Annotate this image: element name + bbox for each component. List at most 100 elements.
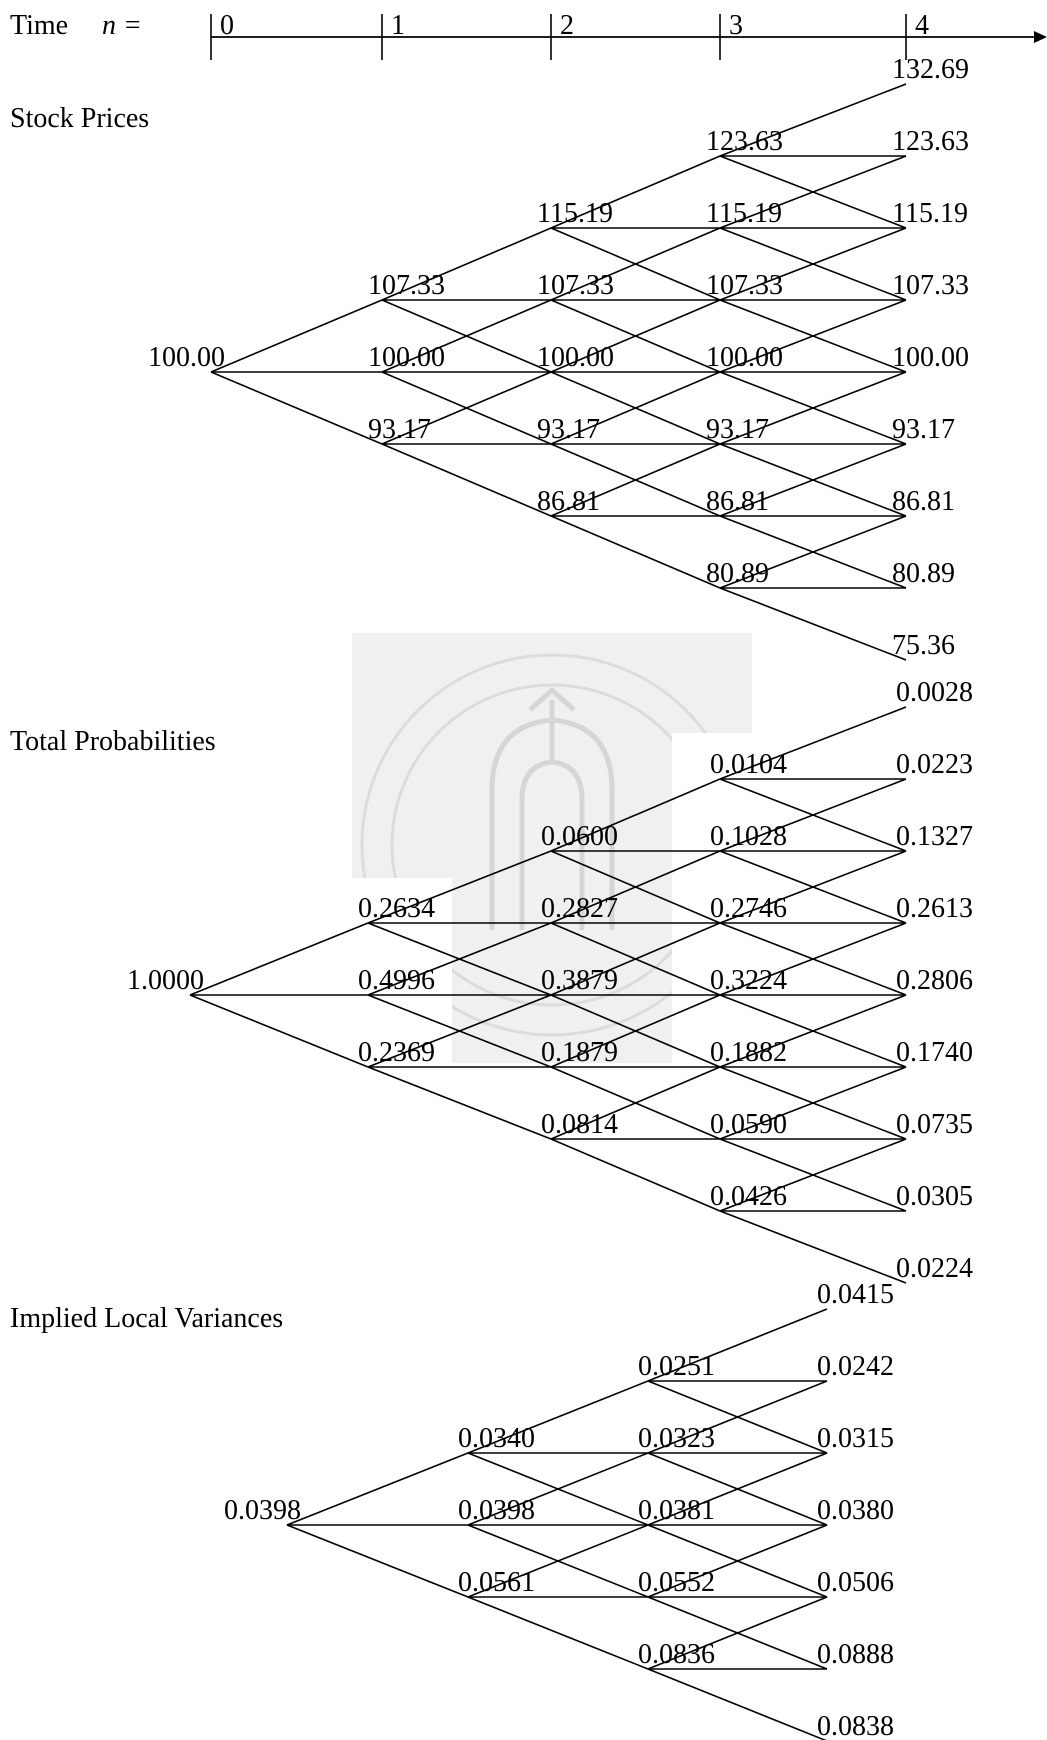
node-value: 0.0838 (817, 1711, 894, 1740)
tree-branch (550, 1066, 721, 1140)
node-value: 0.3224 (710, 965, 787, 996)
node-value: 123.63 (892, 126, 969, 157)
node-value: 100.00 (148, 342, 225, 373)
node-value: 100.00 (706, 342, 783, 373)
tree-branch (189, 922, 369, 996)
node-value: 0.4996 (358, 965, 435, 996)
node-value: 100.00 (368, 342, 445, 373)
node-value: 107.33 (706, 270, 783, 301)
time-axis-ticks: 0 1 2 3 4 (210, 10, 929, 60)
node-value: 0.0600 (541, 821, 618, 852)
tree-branch (719, 371, 907, 445)
time-step-label: 1 (391, 10, 405, 41)
node-value: 0.0028 (896, 677, 973, 708)
node-value: 100.00 (892, 342, 969, 373)
node-value: 0.0251 (638, 1351, 715, 1382)
node-value: 0.3879 (541, 965, 618, 996)
total-probabilities-tree: Total Probabilities1.00000.26340.49960.2… (10, 677, 973, 1284)
node-value: 0.1882 (710, 1037, 787, 1068)
tree-branch (550, 299, 721, 373)
node-value: 0.0104 (710, 749, 787, 780)
node-value: 0.2634 (358, 893, 435, 924)
tree-branch (210, 299, 383, 373)
node-value: 115.19 (706, 198, 782, 229)
tree-branch (381, 371, 552, 445)
node-value: 0.0223 (896, 749, 973, 780)
tree-branch (719, 1066, 907, 1140)
node-value: 0.0552 (638, 1567, 715, 1598)
tree-branch (286, 1524, 469, 1598)
tree-branch (381, 443, 552, 517)
tree-branch (647, 1452, 828, 1526)
tree-branch (367, 1066, 552, 1140)
tree-branch (210, 371, 383, 445)
node-value: 0.2613 (896, 893, 973, 924)
node-value: 80.89 (706, 558, 769, 589)
node-value: 107.33 (368, 270, 445, 301)
stock-prices-title: Stock Prices (10, 103, 149, 134)
node-value: 0.0224 (896, 1253, 973, 1284)
tree-branch (550, 1138, 721, 1212)
tree-branch (550, 371, 721, 445)
node-value: 0.0315 (817, 1423, 894, 1454)
node-value: 0.0381 (638, 1495, 715, 1526)
tree-branch (467, 1596, 649, 1670)
node-value: 0.1327 (896, 821, 973, 852)
tree-branch (647, 1524, 828, 1598)
tree-branch (550, 515, 721, 589)
tree-branch (719, 443, 907, 517)
node-value: 86.81 (706, 486, 769, 517)
tree-branch (719, 994, 907, 1068)
implied-local-variances-tree: Implied Local Variances 0.0398 0.0340 0.039… (10, 1279, 894, 1740)
node-value: 0.0323 (638, 1423, 715, 1454)
node-value: 0.1740 (896, 1037, 973, 1068)
tree-branch (647, 1308, 828, 1382)
time-step-label: 3 (729, 10, 743, 41)
tree-branch (550, 227, 721, 301)
tree-branch (550, 155, 721, 229)
tree-branch (719, 155, 907, 229)
node-value: 0.0888 (817, 1639, 894, 1670)
node-value: 93.17 (368, 414, 431, 445)
tree-branch (719, 299, 907, 373)
time-step-label: 2 (560, 10, 574, 41)
tree-branch (719, 1210, 907, 1284)
node-value: 0.0426 (710, 1181, 787, 1212)
tree-branch (719, 778, 907, 852)
node-value: 0.0506 (817, 1567, 894, 1598)
tree-branch (381, 299, 552, 373)
node-value: 0.0398 (458, 1495, 535, 1526)
node-value: 0.0590 (710, 1109, 787, 1140)
tree-branch (467, 1380, 649, 1454)
tree-branch (647, 1380, 828, 1454)
node-value: 0.0242 (817, 1351, 894, 1382)
node-value: 93.17 (892, 414, 955, 445)
implied-local-variances-title: Implied Local Variances (10, 1303, 283, 1334)
tree-branch (647, 1668, 827, 1740)
tree-branch (367, 922, 552, 996)
time-step-label: 4 (915, 10, 929, 41)
tree-branch (550, 778, 721, 852)
node-value: 0.2746 (710, 893, 787, 924)
node-value: 75.36 (892, 630, 955, 661)
node-value: 0.0415 (817, 1279, 894, 1310)
node-value: 0.0305 (896, 1181, 973, 1212)
tree-branch (719, 850, 907, 924)
time-step-label: 0 (220, 10, 234, 41)
tree-branch (467, 1452, 649, 1526)
node-value: 0.2806 (896, 965, 973, 996)
node-value: 107.33 (537, 270, 614, 301)
tree-branch (719, 83, 907, 157)
node-value: 0.0398 (224, 1495, 301, 1526)
tree-branch (647, 1596, 828, 1670)
node-value: 132.69 (892, 54, 969, 85)
tree-branch (286, 1452, 469, 1526)
tree-branch (467, 1524, 649, 1598)
time-axis-label: Time (10, 10, 68, 41)
tree-branch (719, 587, 907, 661)
tree-branch (189, 994, 369, 1068)
node-value: 86.81 (537, 486, 600, 517)
node-value: 0.0340 (458, 1423, 535, 1454)
node-value: 80.89 (892, 558, 955, 589)
